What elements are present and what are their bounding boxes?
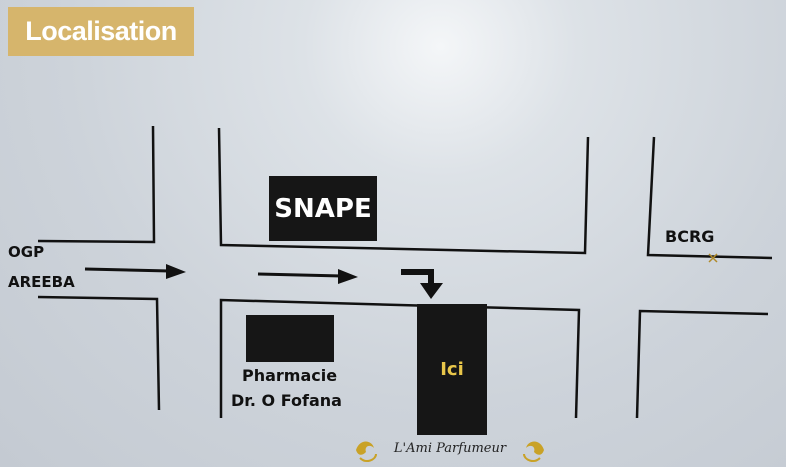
road-edge-bottom-right	[635, 309, 769, 419]
snape-label: SNAPE	[274, 193, 372, 224]
page-title: Localisation	[8, 7, 194, 56]
direction-arrow-1	[84, 264, 186, 279]
pharmacie-doctor-label: Dr. O Fofana	[231, 391, 342, 410]
road-edge-top-middle	[217, 127, 590, 255]
road-edge-top-right	[646, 136, 773, 260]
pharmacie-label: Pharmacie	[242, 366, 338, 385]
direction-arrow-2	[257, 269, 358, 284]
road-edge-bottom-left	[37, 295, 161, 411]
road-edge-top-left	[37, 125, 156, 244]
road-edge-bottom-middle	[219, 298, 581, 419]
pharmacie-building	[246, 315, 334, 362]
brand-name: L'Ami Parfumeur	[393, 441, 507, 456]
footer-brand: L'Ami Parfumeur	[350, 434, 550, 467]
cross-mark-icon	[708, 253, 718, 263]
ici-label: Ici	[440, 359, 464, 380]
snape-building: SNAPE	[269, 176, 377, 241]
ornament-icon	[356, 441, 544, 462]
bcrg-label: BCRG	[665, 227, 715, 246]
areeba-label: AREEBA	[8, 273, 75, 291]
turn-arrow-icon	[401, 269, 443, 299]
ici-building: Ici	[417, 304, 487, 435]
ogp-label: OGP	[8, 243, 45, 261]
